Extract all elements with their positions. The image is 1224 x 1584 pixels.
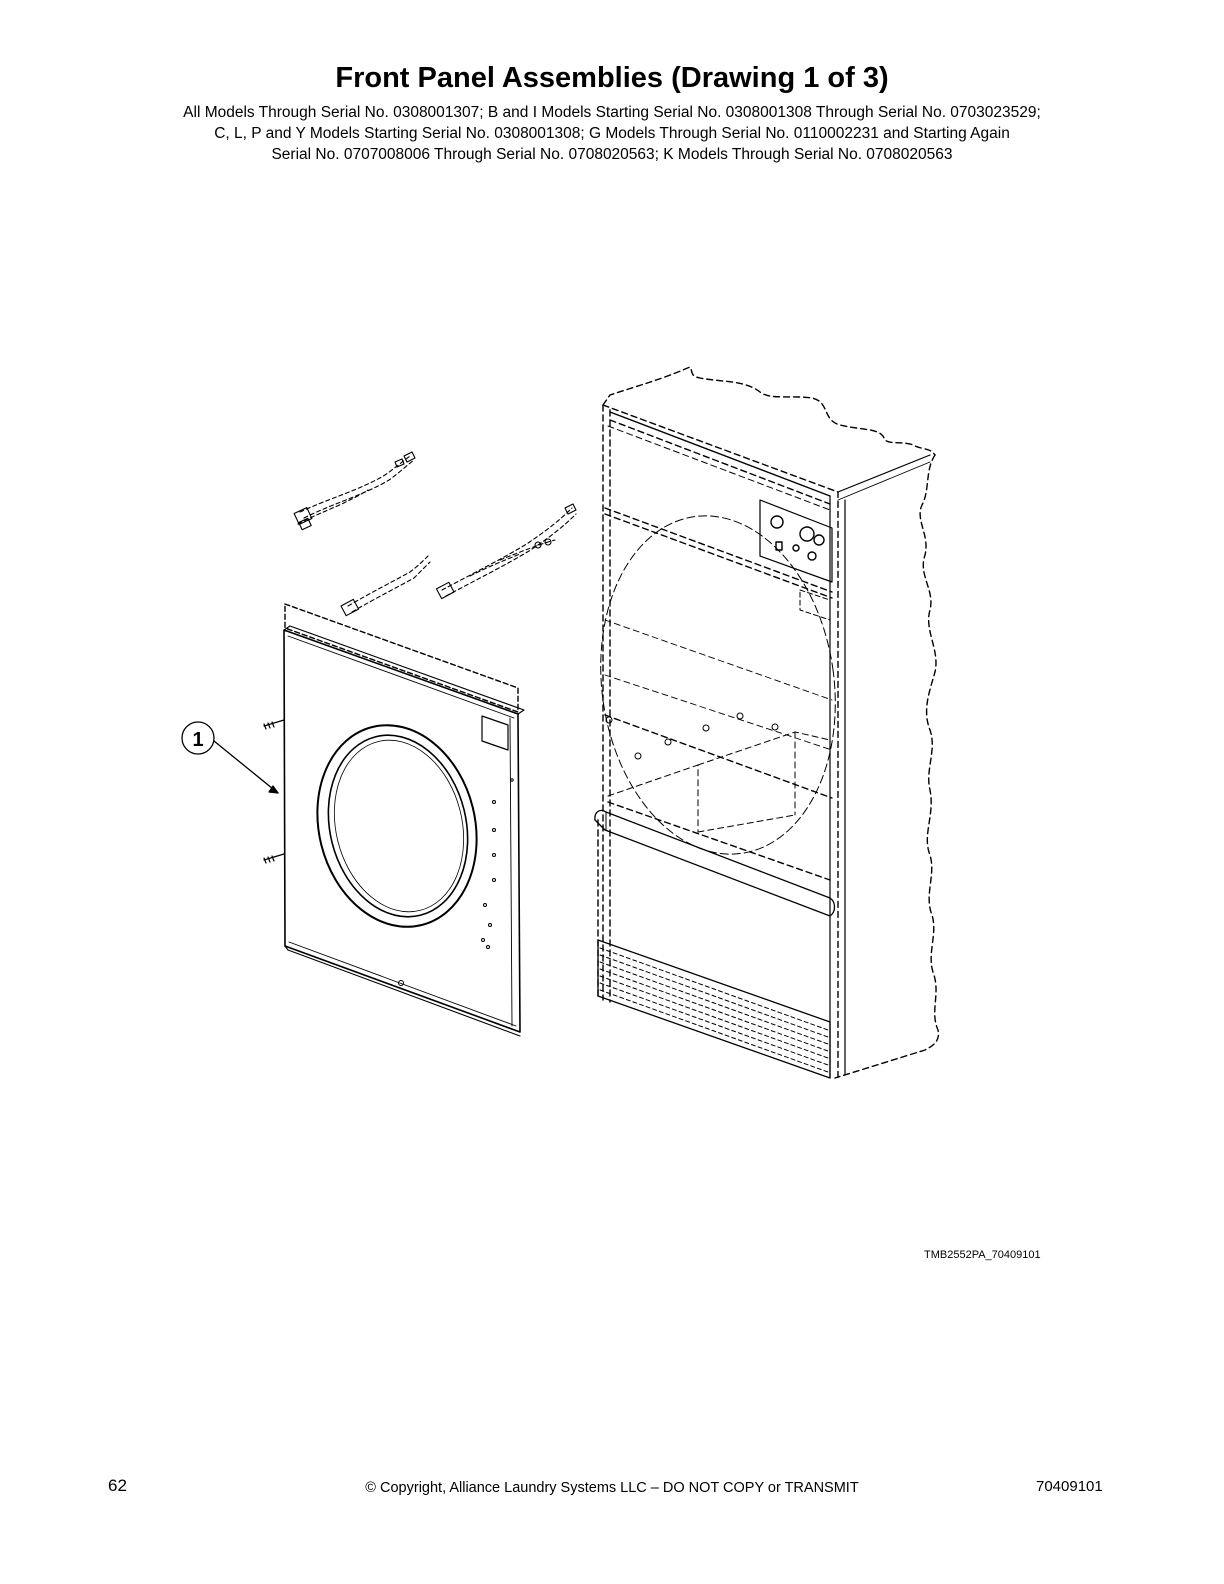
subtitle-line: All Models Through Serial No. 0308001307… bbox=[183, 104, 1041, 121]
page-number: 62 bbox=[108, 1476, 127, 1495]
copyright-notice: © Copyright, Alliance Laundry Systems LL… bbox=[365, 1480, 859, 1496]
front-panel bbox=[283, 625, 525, 1037]
kick-plate-louvers bbox=[599, 947, 829, 1073]
panel-top-strip bbox=[284, 603, 519, 713]
page-title: Front Panel Assemblies (Drawing 1 of 3) bbox=[335, 62, 889, 94]
panel-screws bbox=[263, 719, 285, 864]
subtitle-line: Serial No. 0707008006 Through Serial No.… bbox=[271, 146, 953, 163]
wire-harness-group bbox=[293, 451, 577, 617]
dryer-cabinet bbox=[594, 366, 940, 1079]
subtitle-line: C, L, P and Y Models Starting Serial No.… bbox=[214, 125, 1010, 142]
callout-label: 1 bbox=[192, 729, 203, 751]
wire-harness-1 bbox=[293, 451, 416, 531]
document-number: 70409101 bbox=[1036, 1478, 1103, 1495]
wire-harness-3 bbox=[435, 503, 577, 600]
serial-range-description: All Models Through Serial No. 0308001307… bbox=[0, 102, 1224, 165]
wire-harness-2 bbox=[340, 555, 431, 617]
callout-1 bbox=[181, 721, 279, 794]
drawing-id-label: TMB2552PA_70409101 bbox=[924, 1249, 1041, 1261]
